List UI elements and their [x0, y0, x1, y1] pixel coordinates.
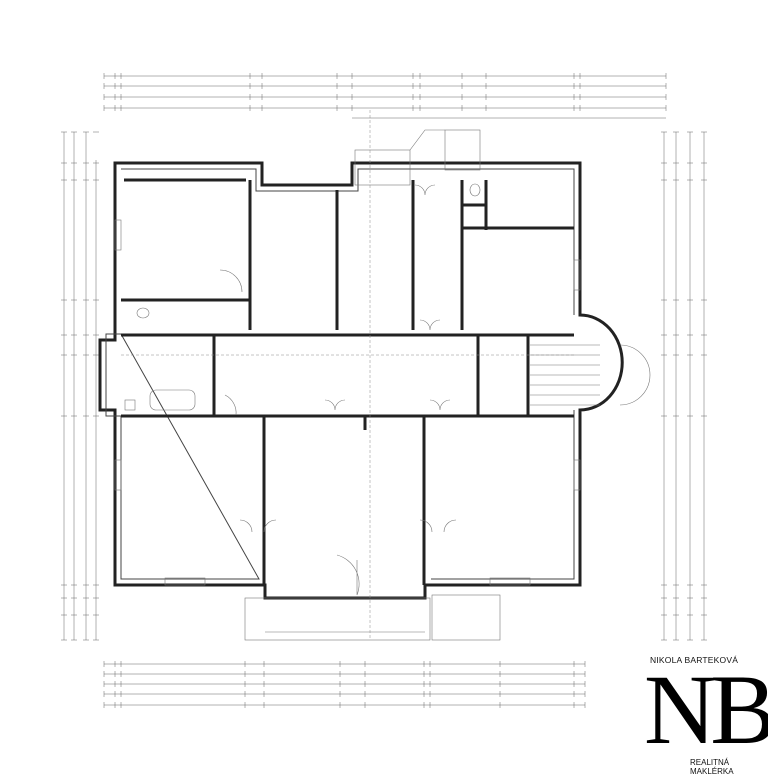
logo-monogram: NB [644, 654, 768, 765]
dimension-lines-top [103, 73, 667, 119]
doors [219, 184, 457, 596]
fixtures [124, 183, 481, 411]
dimension-lines-right [661, 131, 707, 641]
axis-lines [121, 110, 574, 640]
stairs [244, 129, 651, 641]
logo-subtitle: REALITNÁ MAKLÉRKA [690, 758, 734, 776]
windows [114, 219, 581, 586]
dimension-lines-left [61, 131, 99, 641]
logo-name: NIKOLA BARTEKOVÁ [650, 655, 739, 665]
dimension-lines-bottom [103, 661, 586, 708]
interior-walls [121, 178, 574, 585]
